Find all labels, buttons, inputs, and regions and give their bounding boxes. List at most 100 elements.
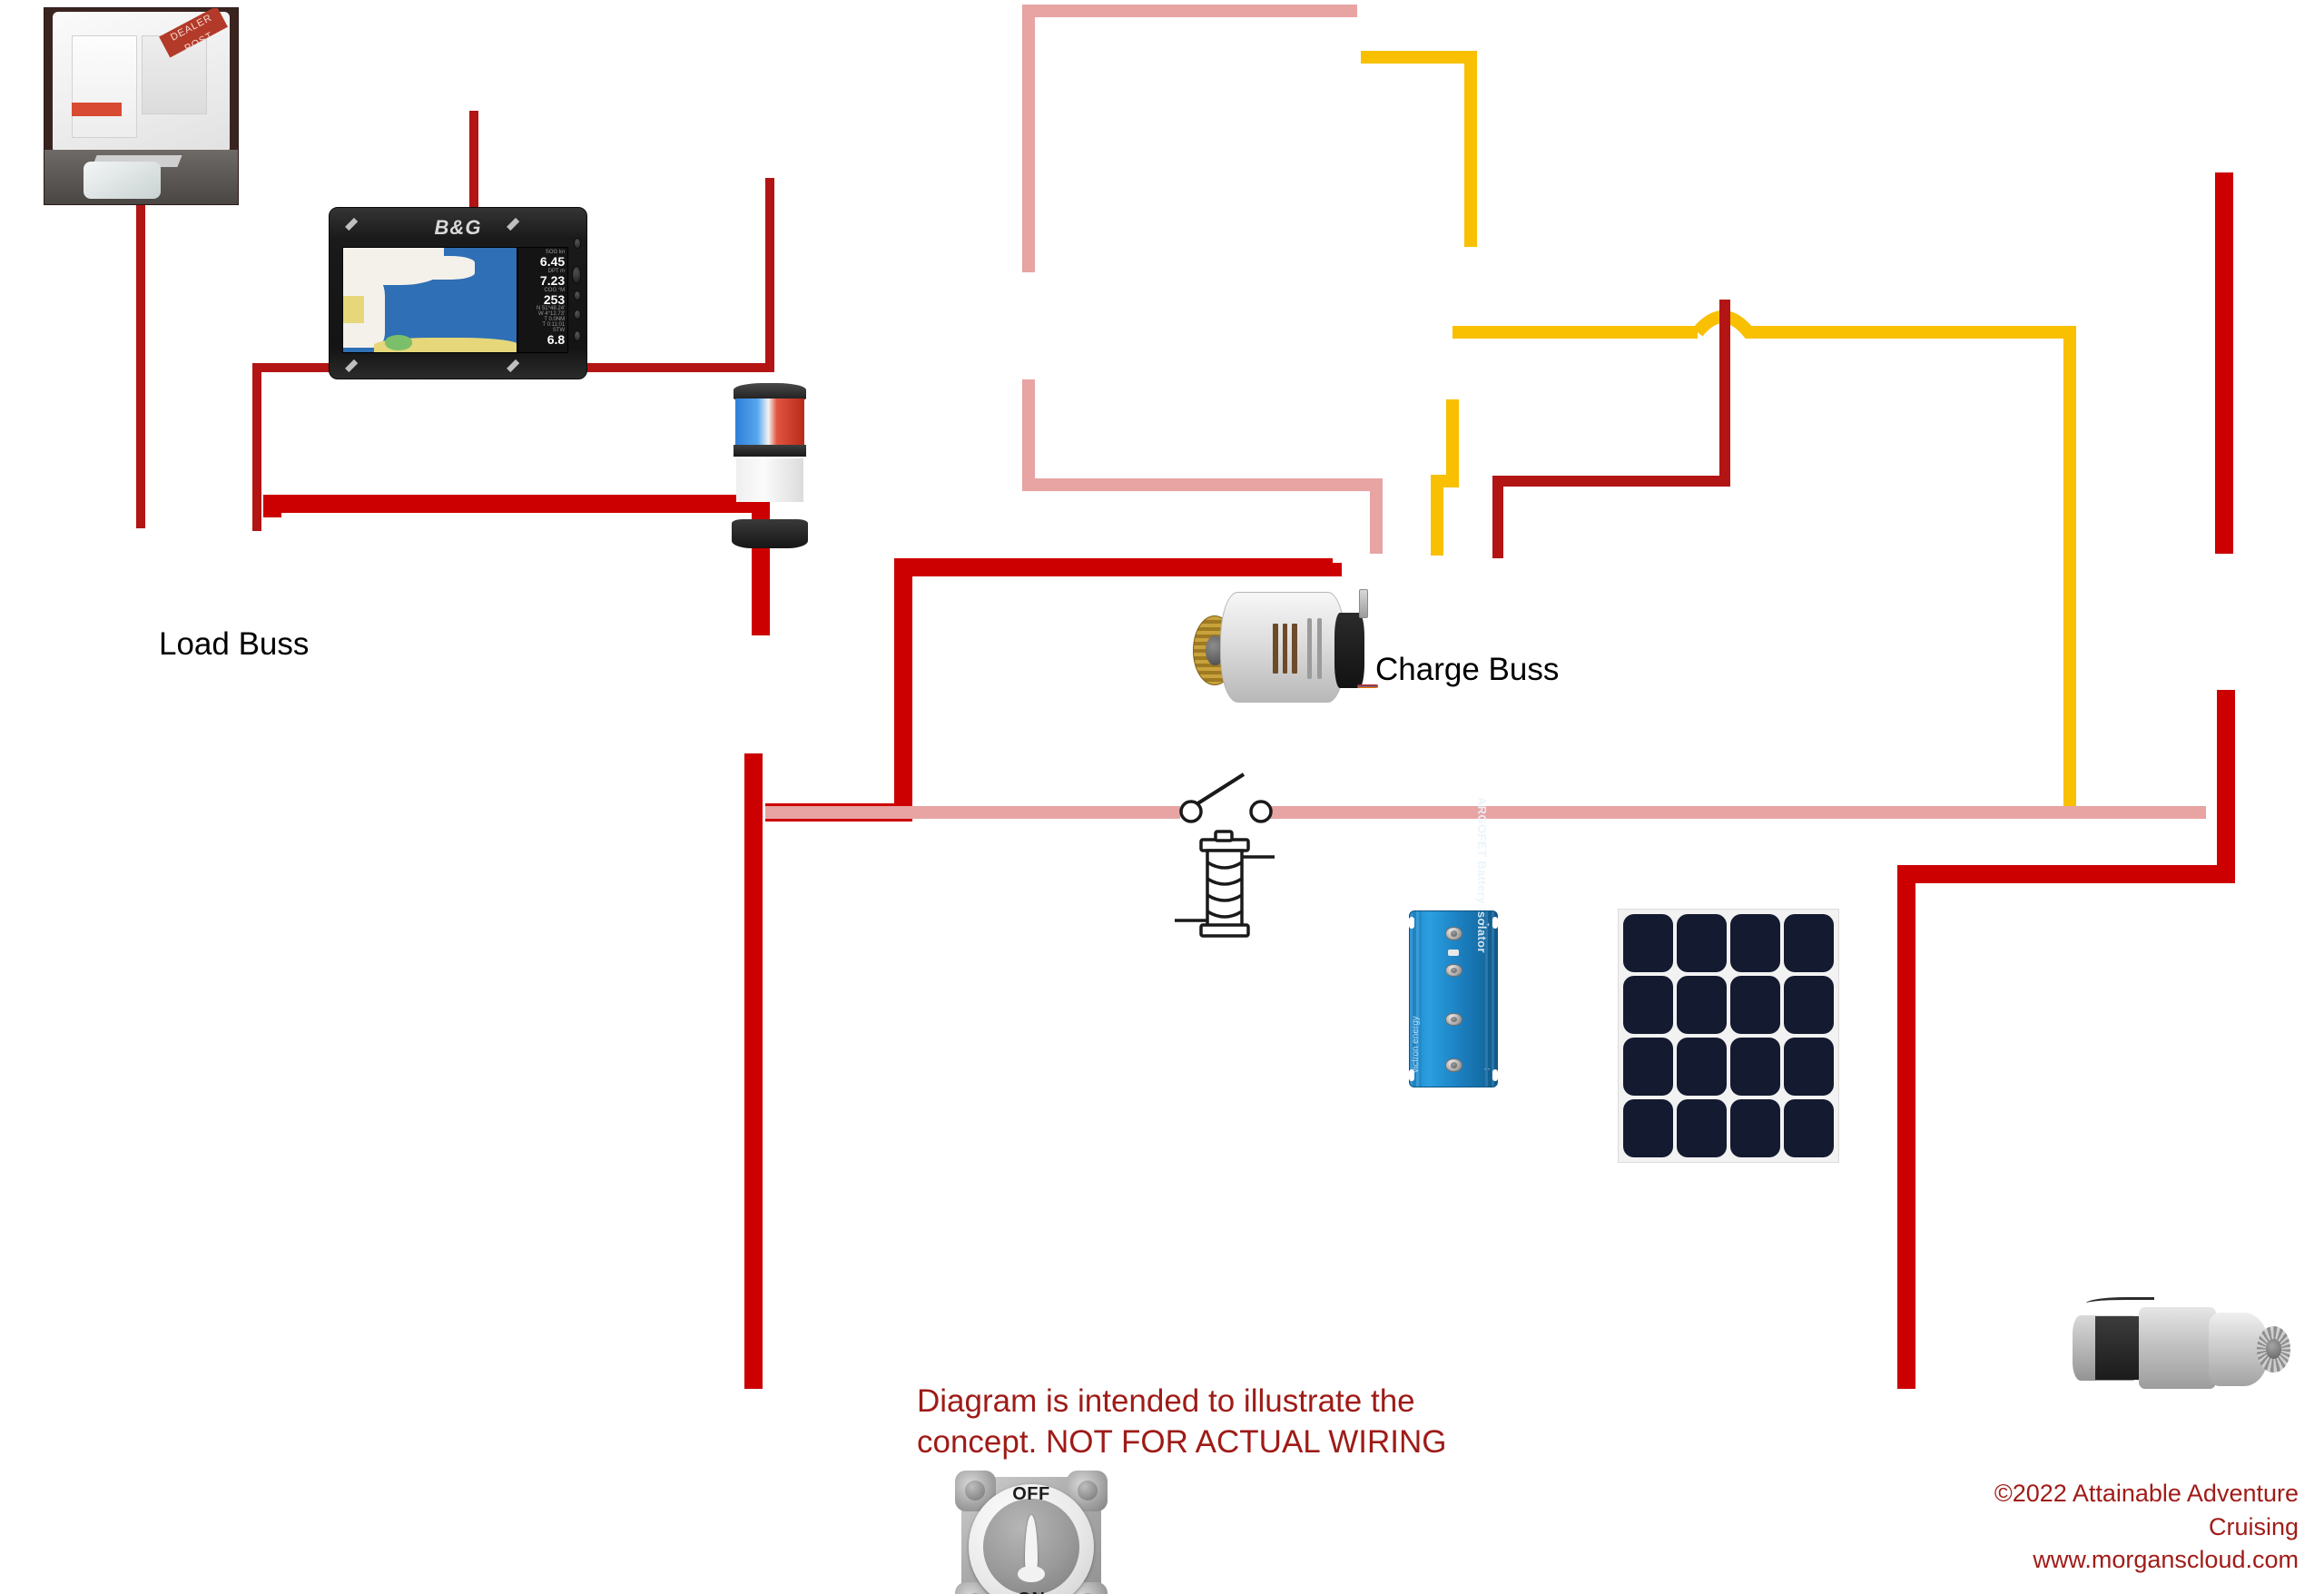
copyright-line-1: ©2022 Attainable Adventure [1994,1480,2299,1508]
solar-cell [1677,1099,1727,1157]
chartplotter-corner-mark-bl [345,359,359,372]
chartplotter-keypad[interactable] [568,235,582,355]
solar-cell [1784,914,1834,972]
solar-cell [1623,1099,1673,1157]
chartplotter-micro-row-1: DPT m [547,268,566,274]
isolator-output-terminal-a [1445,1012,1462,1027]
chartplotter-micro-row-2: COG °M [544,287,566,293]
switch-off-label: OFF [1012,1484,1050,1505]
alternator-field-switch[interactable]: OFF ON [951,1467,1111,1594]
solar-cell [1784,976,1834,1034]
navlight-mid-band [733,445,807,458]
chartplotter-rotary-dial[interactable] [572,266,582,285]
chartplotter-micro-row-0: SOG kn [545,250,566,256]
chartplotter[interactable]: B&G SOG kn 6.45 DPT m 7.23 COG °M 253 N … [329,207,587,379]
wire-start-switch-to-start-battery [1897,690,2235,1389]
chartplotter-readout-1: 7.23 [539,272,566,288]
chart-peninsula [395,256,475,280]
alternator-slot-1 [1307,618,1313,680]
chartplotter-power-button[interactable] [574,237,581,249]
fridge-red-marker [71,102,123,116]
isolator-terminal-mark-plus: + + [1481,921,1491,929]
chartplotter-readout-2: 253 [543,291,566,307]
solar-cell [1784,1038,1834,1096]
solar-cell [1730,914,1780,972]
navlight-top-cap [733,382,807,400]
diagram-notice-line-2: concept. NOT FOR ACTUAL WIRING [917,1423,1447,1460]
chartplotter-micro-row-7: STW [552,328,566,334]
copyright-line-3: www.morganscloud.com [2033,1545,2299,1573]
battery-isolator: ARGOFET Battery Isolator victron energy … [1409,797,1498,1087]
solar-cell [1677,976,1727,1034]
alternator-wire-bundle [1356,684,1378,688]
solar-cell [1623,976,1673,1034]
wire-isolator-out-to-charge-buss [1431,399,1459,556]
load-buss-label: Load Buss [159,626,310,662]
wire-load-buss-to-house-switch [263,495,770,635]
refrigeration-plate-image: DEALER POST [44,7,239,205]
isolator-input-terminal [1445,927,1462,940]
alternator-vent-2 [1282,624,1288,674]
charge-buss-label: Charge Buss [1375,652,1560,687]
isolator-mount-notch-br [1492,1068,1498,1082]
isolator-model-label: ARGOFET Battery Isolator [1475,797,1490,954]
isolator-mount-notch-tr [1492,916,1498,930]
fridge-ice-block [83,161,161,199]
chartplotter-readout-0: 6.45 [539,254,566,270]
switch-knob-pointer[interactable] [1018,1514,1045,1583]
wire-alternator-field-to-switch [1022,5,1357,272]
wire-isolator-hop-bridge [1692,310,2076,811]
switch-on-label: ON [951,1589,1111,1594]
chartplotter-data-sidebar: SOG kn 6.45 DPT m 7.23 COG °M 253 N 51°4… [517,247,569,353]
chart-green-area [384,335,413,350]
solar-cell [1730,976,1780,1034]
tricolor-navigation-light [726,379,813,552]
alternator-vent-3 [1292,624,1297,674]
copyright-block: ©2022 Attainable Adventure Cruising www.… [1790,1477,2299,1576]
chartplotter-menu-button[interactable] [574,309,581,320]
chartplotter-brand-label: B&G [434,216,482,240]
isolator-mount-notch-bl [1409,1068,1414,1082]
copyright-line-2: Cruising [2208,1512,2299,1540]
isolator-heatsink-left [1410,911,1423,1087]
chartplotter-micro-row-4: W 4°12.73' [537,311,566,318]
alternator-rear-cover [1334,612,1365,688]
isolator-sense-terminal [1445,963,1462,978]
alternator [1189,575,1380,720]
wire-solar-to-charge-buss [1492,300,1730,558]
isolator-terminal-mark-minus: - - [1483,1066,1491,1073]
starter-solenoid-body [2138,1307,2216,1389]
wire-alternator-switch-to-charge-buss [1022,379,1383,554]
isolator-heatsink-right [1484,911,1497,1087]
relay-solenoid-icon [1175,772,1275,938]
chartplotter-enter-button[interactable] [574,290,581,301]
chartplotter-micro-row-3: N 51°48.24' [536,306,566,312]
solar-cell [1623,914,1673,972]
chart-shoal-west [343,295,364,323]
navlight-base [731,518,809,549]
chartplotter-readout-3: 6.8 [547,332,566,348]
isolator-brand-label: victron energy [1411,1015,1422,1073]
solar-cell [1677,1038,1727,1096]
diagram-notice-line-1: Diagram is intended to illustrate the [917,1383,1415,1419]
solar-cell [1623,1038,1673,1096]
starter-motor [2068,1284,2295,1412]
alternator-vent-1 [1273,624,1278,674]
solar-cell [1730,1099,1780,1157]
chartplotter-chart-screen[interactable] [342,247,517,353]
alternator-bplus-terminal [1358,589,1369,618]
alternator-slot-2 [1316,618,1322,680]
diagram-notice: Diagram is intended to illustrate the co… [917,1382,1561,1463]
fridge-holding-plate [71,35,138,138]
chartplotter-micro-row-6: T 0:11:01 [542,322,566,329]
starter-pinion-gear [2256,1326,2290,1373]
isolator-mount-notch-tl [1409,916,1414,930]
solar-cell [1677,914,1727,972]
navlight-color-lens [734,398,805,448]
isolator-sense-chip [1448,950,1459,956]
solar-cell [1784,1099,1834,1157]
chartplotter-light-button[interactable] [574,330,581,342]
solar-cell [1730,1038,1780,1096]
isolator-output-terminal-b [1445,1058,1462,1072]
